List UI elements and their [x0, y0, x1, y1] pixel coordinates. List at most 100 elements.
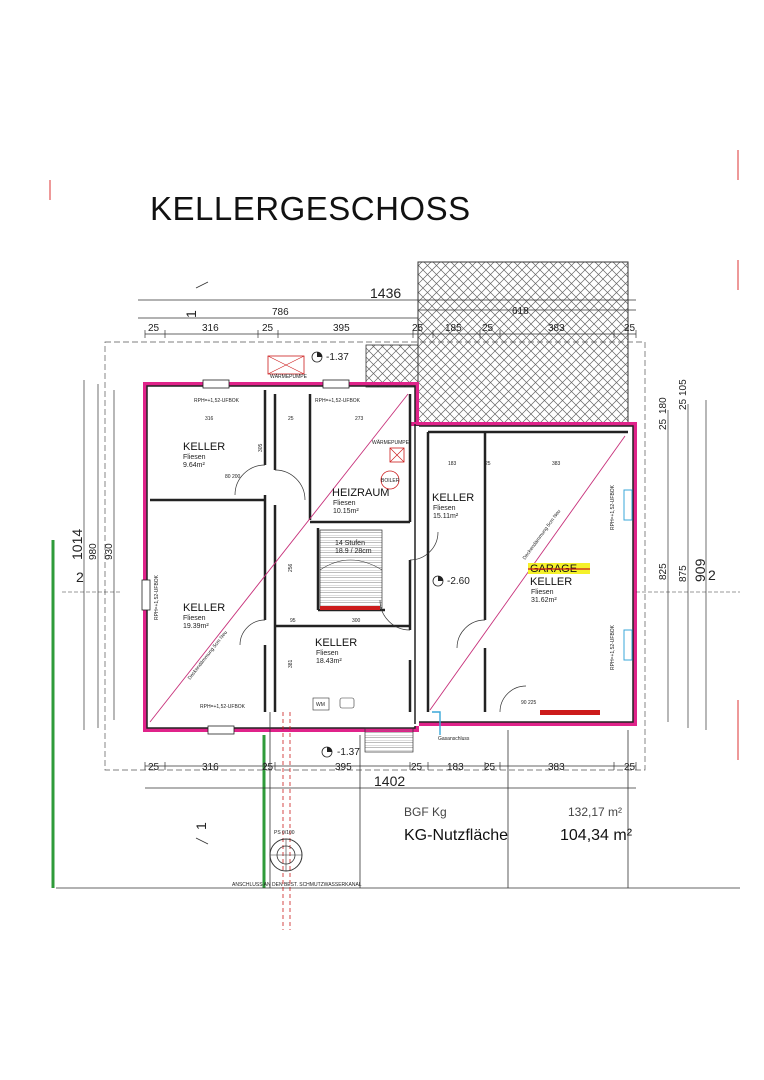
svg-text:180: 180	[658, 397, 669, 414]
door-label-1: 80 200	[225, 474, 241, 480]
svg-text:300: 300	[352, 618, 361, 624]
svg-text:25: 25	[678, 398, 689, 410]
dim-overall-top: 1436	[370, 285, 401, 301]
boiler-label: BOILER	[381, 478, 400, 484]
diagonal-lines	[149, 393, 626, 723]
svg-text:-2.60: -2.60	[447, 576, 470, 587]
section-mark-2-right: 2	[636, 567, 740, 593]
lot-outline	[104, 341, 646, 771]
svg-text:-1.37: -1.37	[326, 352, 349, 363]
wm-label: WM	[316, 702, 325, 708]
svg-text:25: 25	[412, 323, 424, 334]
svg-text:105: 105	[678, 379, 689, 396]
anschluss-label: ANSCHLUSS AN DEN BEST. SCHMUTZWASSERKANA…	[232, 882, 362, 888]
wall-cover	[409, 426, 419, 726]
svg-text:Fliesen: Fliesen	[333, 500, 356, 507]
stairs-dim: 18.9 / 28cm	[335, 548, 372, 555]
rph-right-top: RPH=+1,52-UFBOK	[610, 484, 616, 530]
svg-text:10.15m²: 10.15m²	[333, 508, 359, 515]
rph-right-bottom: RPH=+1,52-UFBOK	[610, 624, 616, 670]
svg-text:383: 383	[548, 323, 565, 334]
svg-text:95: 95	[290, 618, 296, 624]
dimensions-top	[138, 299, 637, 338]
svg-text:1: 1	[193, 822, 209, 830]
svg-text:383: 383	[552, 461, 561, 467]
boiler-circle	[380, 470, 400, 490]
svg-text:25: 25	[288, 416, 294, 422]
svg-text:19.39m²: 19.39m²	[183, 623, 209, 630]
stair-area	[319, 529, 383, 609]
rph-top-left: RPH=+1,52-UFBOK	[194, 398, 240, 404]
svg-text:25: 25	[485, 461, 491, 467]
waermepumpe-box	[389, 447, 405, 463]
svg-text:25: 25	[624, 762, 636, 773]
dim-left-mid: 980	[88, 543, 99, 560]
svg-text:25: 25	[658, 418, 669, 430]
dim-top-right: 618	[512, 306, 529, 317]
svg-text:1: 1	[183, 310, 199, 318]
svg-text:316: 316	[202, 762, 219, 773]
svg-text:9.64m²: 9.64m²	[183, 462, 205, 469]
section-mark-2-left: 2	[62, 569, 120, 593]
wm-box	[312, 697, 330, 711]
windows	[141, 379, 633, 735]
rph-bottom: RPH=+1,52-UFBOK	[200, 704, 246, 710]
stairs-count: 14 Stufen	[335, 540, 365, 547]
door-arcs	[234, 464, 527, 713]
gas-line	[432, 711, 441, 735]
svg-text:Fliesen: Fliesen	[183, 615, 206, 622]
waermepumpe-outside	[267, 355, 305, 375]
room-garage: GARAGE KELLER Fliesen 31.62m²	[528, 563, 590, 604]
svg-text:25: 25	[624, 323, 636, 334]
room-heizraum: HEIZRAUM Fliesen 10.15m²	[332, 487, 389, 515]
dimensions-right	[667, 400, 707, 730]
interior-dims: 316 25 273 183 25 383 95 300 256 305 381	[205, 416, 561, 668]
nutzflaeche-label: KG-Nutzfläche	[404, 827, 508, 844]
dimensions-bottom	[144, 762, 637, 789]
svg-text:31.62m²: 31.62m²	[531, 597, 557, 604]
svg-text:25: 25	[148, 323, 160, 334]
svg-text:KELLER: KELLER	[183, 602, 225, 614]
svg-text:KELLER: KELLER	[315, 637, 357, 649]
svg-text:256: 256	[288, 563, 294, 572]
sink	[339, 697, 355, 709]
dim-right-b: 875	[678, 565, 689, 582]
svg-text:Fliesen: Fliesen	[433, 505, 456, 512]
svg-text:316: 316	[205, 416, 214, 422]
section-mark-1-top: 1	[183, 281, 209, 318]
svg-text:2: 2	[76, 569, 84, 585]
waermepumpe-label-inner: WÄRMEPUMPE	[372, 439, 410, 446]
svg-text:316: 316	[202, 323, 219, 334]
svg-text:305: 305	[258, 443, 264, 452]
manhole	[269, 838, 303, 872]
bgf-label: BGF Kg	[404, 805, 447, 819]
dim-left-outer: 1014	[69, 529, 85, 560]
svg-text:Fliesen: Fliesen	[316, 650, 339, 657]
svg-text:HEIZRAUM: HEIZRAUM	[332, 487, 389, 499]
svg-text:185: 185	[445, 323, 462, 334]
ps-label: PS 0/100	[274, 830, 295, 836]
diag-label-left: Deckendämmung 5cm Neu	[187, 630, 229, 682]
svg-text:KELLER: KELLER	[183, 441, 225, 453]
svg-text:183: 183	[447, 762, 464, 773]
room-keller-sw: KELLER Fliesen 19.39m²	[183, 602, 225, 630]
dim-top-row: 25 316 25 395 25 185 25 383 25	[148, 323, 636, 334]
level-marker-bottom: -1.37	[321, 746, 360, 758]
svg-text:273: 273	[355, 416, 364, 422]
interior-walls	[150, 390, 628, 712]
room-keller-center: KELLER Fliesen 18.43m²	[315, 637, 357, 665]
svg-text:25: 25	[484, 762, 496, 773]
dim-top-left: 786	[272, 307, 289, 318]
svg-text:15.11m²: 15.11m²	[433, 513, 459, 520]
dimensions-left	[83, 380, 115, 730]
svg-text:395: 395	[335, 762, 352, 773]
plan-title: KELLERGESCHOSS	[150, 190, 471, 227]
svg-text:2: 2	[708, 567, 716, 583]
dim-right-a: 825	[658, 563, 669, 580]
level-marker-top: -1.37	[311, 351, 349, 363]
svg-text:395: 395	[333, 323, 350, 334]
stair-curve	[319, 559, 383, 571]
level-marker-mid: -2.60	[432, 575, 470, 587]
svg-text:25: 25	[262, 323, 274, 334]
door-label-2: 90 225	[521, 700, 537, 706]
